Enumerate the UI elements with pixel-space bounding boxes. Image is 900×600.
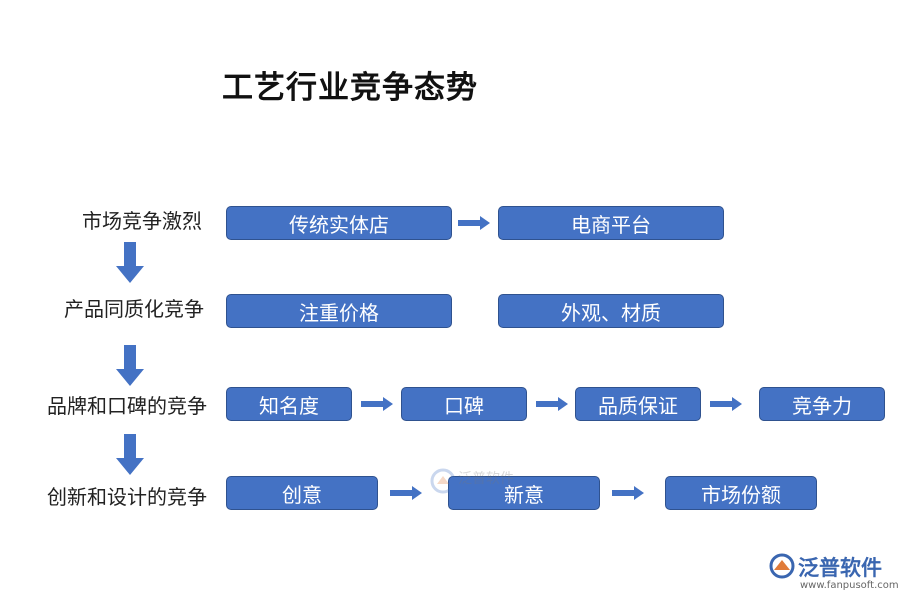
box-appearance-material: 外观、材质 — [498, 294, 724, 328]
box-ecommerce: 电商平台 — [498, 206, 724, 240]
watermark-logo-icon — [430, 468, 456, 494]
box-competitiveness: 竞争力 — [759, 387, 885, 421]
right-arrow-r4-1 — [390, 486, 422, 500]
row-label-homogeneity: 产品同质化竞争 — [64, 297, 204, 321]
right-arrow-r3-2 — [536, 397, 568, 411]
row-label-brand: 品牌和口碑的竞争 — [47, 394, 207, 418]
box-physical-store: 传统实体店 — [226, 206, 452, 240]
brand-logo-url: www.fanpusoft.com — [800, 580, 899, 591]
box-price-focus: 注重价格 — [226, 294, 452, 328]
box-market-share: 市场份额 — [665, 476, 817, 510]
box-quality-assurance: 品质保证 — [575, 387, 701, 421]
row-label-innovation: 创新和设计的竞争 — [47, 485, 207, 509]
right-arrow-r3-1 — [361, 397, 393, 411]
brand-logo: 泛普软件 www.fanpusoft.com — [768, 552, 899, 596]
down-arrow-1 — [116, 242, 144, 283]
right-arrow-r4-2 — [612, 486, 644, 500]
down-arrow-3 — [116, 434, 144, 475]
box-creativity: 创意 — [226, 476, 378, 510]
watermark-center-text: 泛普软件 — [458, 471, 514, 487]
brand-logo-text: 泛普软件 — [798, 556, 882, 580]
right-arrow-r3-3 — [710, 397, 742, 411]
right-arrow-r1-1 — [458, 216, 490, 230]
box-awareness: 知名度 — [226, 387, 352, 421]
watermark-center: 泛普软件 — [430, 466, 530, 496]
down-arrow-2 — [116, 345, 144, 386]
box-novelty: 新意 — [448, 476, 600, 510]
row-label-market: 市场竞争激烈 — [82, 209, 202, 233]
box-word-of-mouth: 口碑 — [401, 387, 527, 421]
brand-logo-icon — [769, 553, 795, 579]
diagram-title: 工艺行业竞争态势 — [222, 70, 478, 106]
